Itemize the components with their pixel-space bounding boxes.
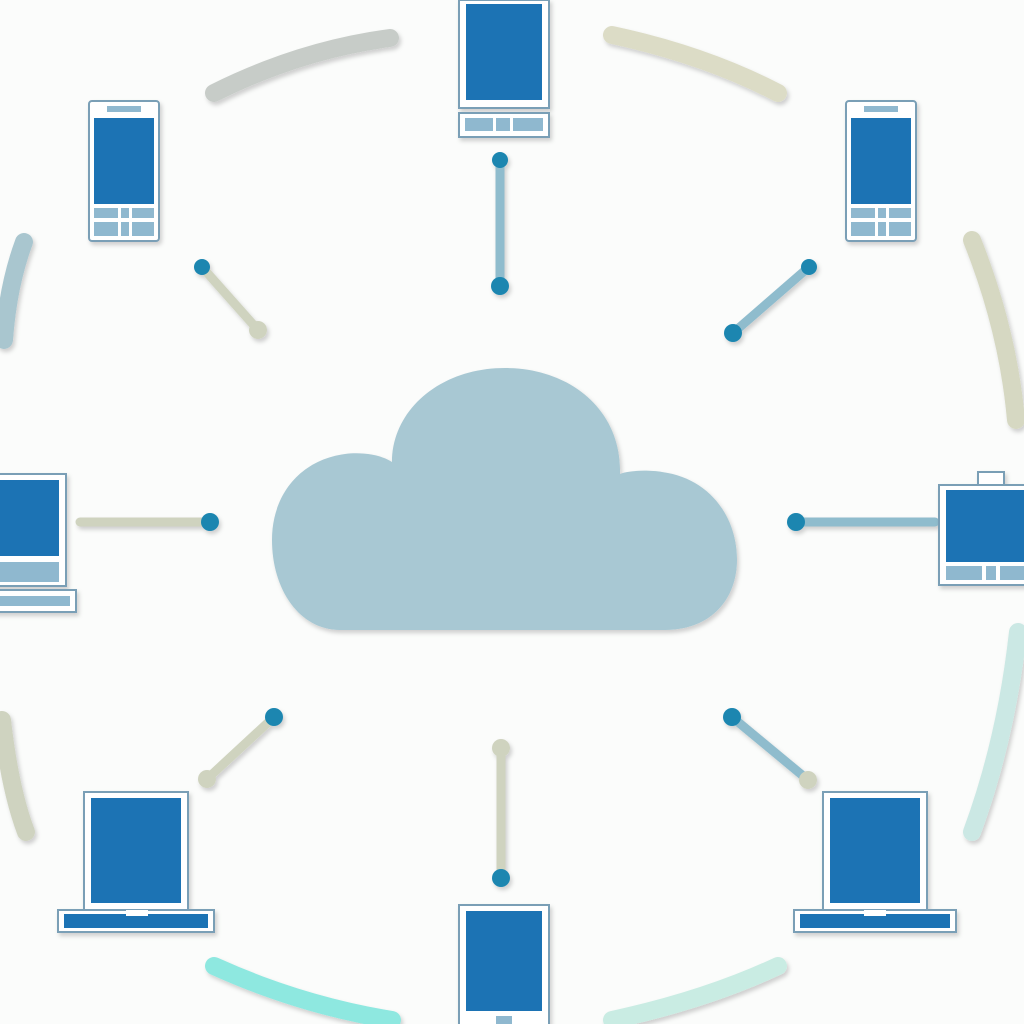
- ring-arc-lower-left: [0, 711, 35, 841]
- device-top: [458, 0, 550, 138]
- smartphone-icon: [88, 100, 160, 242]
- device-bottom: [458, 904, 550, 1024]
- monitor-icon: [938, 471, 1024, 586]
- link-top-right: [724, 259, 817, 342]
- device-right: [938, 471, 1024, 586]
- device-left: [0, 473, 77, 613]
- link-top-dot-outer: [492, 152, 508, 168]
- smartphone-icon: [845, 100, 917, 242]
- link-bottom-left: [198, 708, 283, 788]
- link-bottom-right: [723, 708, 817, 789]
- ring-arc-bottom-right: [603, 957, 787, 1024]
- link-bottom: [492, 739, 510, 887]
- laptop-icon: [57, 791, 215, 933]
- link-top-dot-inner: [491, 277, 509, 295]
- device-bottom-right: [793, 791, 957, 933]
- ring-arc-top-right: [603, 26, 787, 102]
- laptop-icon: [793, 791, 957, 933]
- ring-arc-top-left: [205, 29, 399, 102]
- connections: [75, 152, 940, 887]
- outer-ring: [0, 26, 1024, 1024]
- tablet-icon: [458, 904, 550, 1024]
- device-top-right: [845, 100, 917, 242]
- ring-arc-bottom-left: [205, 957, 401, 1024]
- link-left: [75, 513, 219, 531]
- link-right: [787, 513, 940, 531]
- ring-arc-lower-right: [963, 623, 1024, 841]
- device-top-left: [88, 100, 160, 242]
- tablet-icon: [458, 0, 550, 138]
- link-top: [491, 152, 509, 295]
- cloud-icon: [272, 368, 737, 630]
- laptop-icon: [0, 473, 77, 613]
- ring-arc-right: [963, 231, 1024, 429]
- link-top-left: [194, 259, 267, 339]
- ring-arc-left: [0, 233, 33, 349]
- device-bottom-left: [57, 791, 215, 933]
